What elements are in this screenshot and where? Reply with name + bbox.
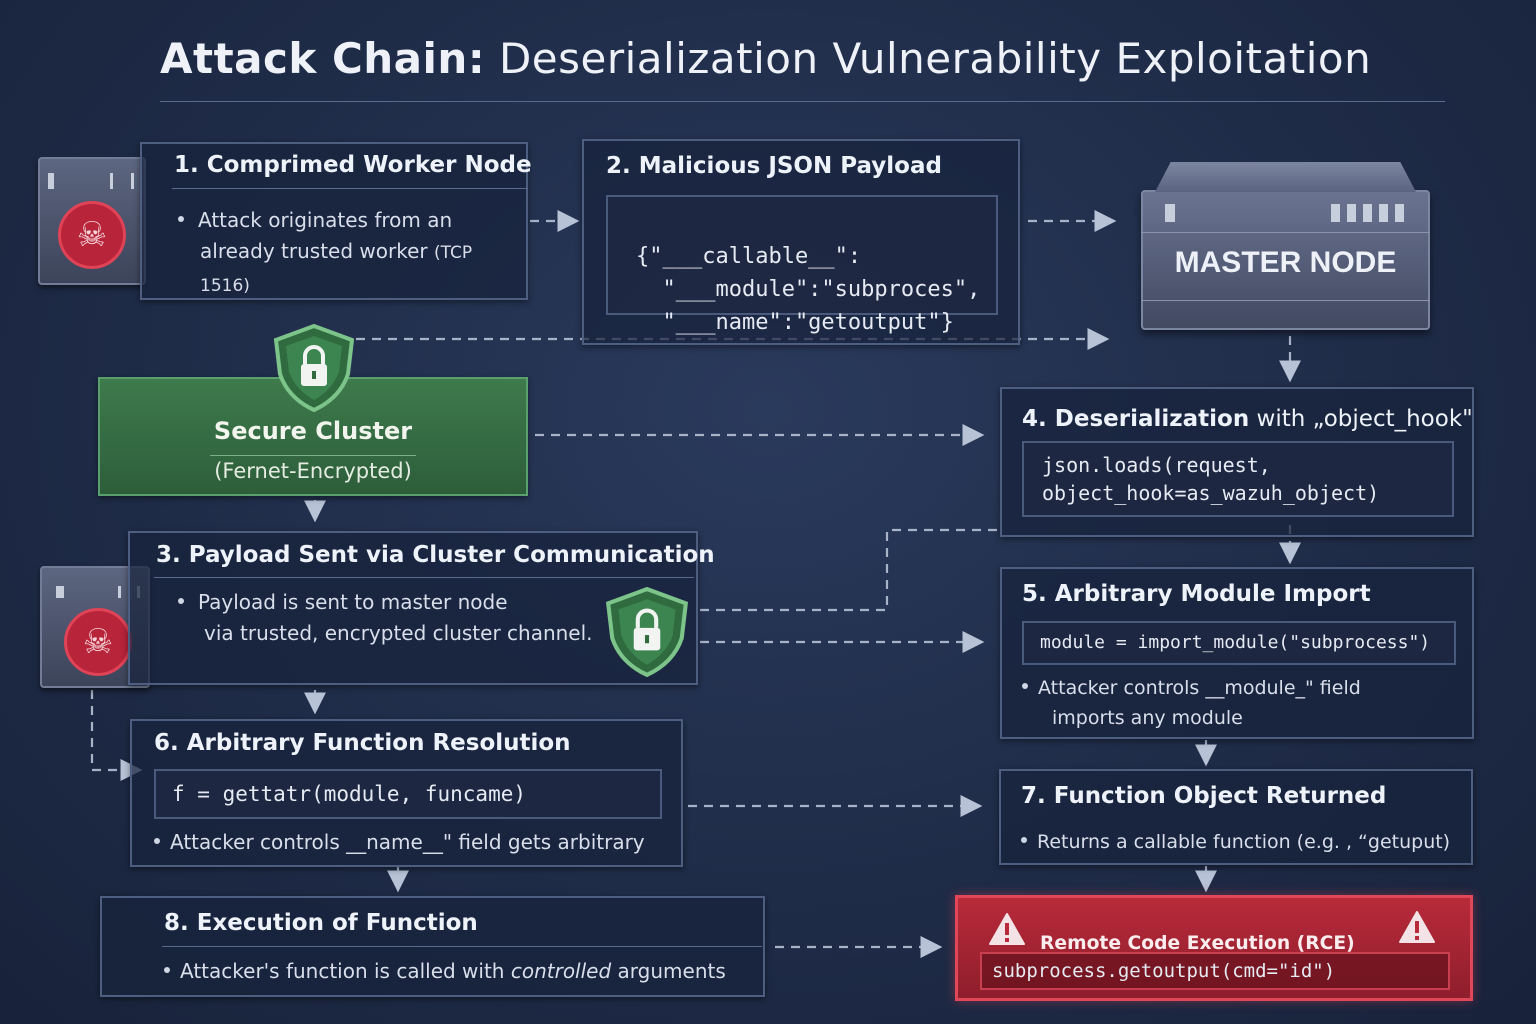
step-3-heading: 3. Payload Sent via Cluster Communicatio… (156, 542, 715, 568)
step-4-deserialization: 4. Deserialization with „object_hook" js… (1000, 387, 1474, 537)
secure-cluster-subtitle: (Fernet-Encrypted) (214, 459, 412, 483)
step-4-heading: 4. Deserialization with „object_hook" (1022, 406, 1473, 432)
step-4-heading-bold: 4. Deserialization (1022, 406, 1250, 432)
step-3-line-2: via trusted, encrypted cluster channel. (204, 621, 593, 645)
step-8-line-1b: controlled (510, 959, 612, 983)
step-1-compromised-worker: 1. Comprimed Worker Node Attack originat… (140, 142, 532, 300)
warning-icon-2 (1399, 911, 1435, 943)
warning-icon (989, 913, 1025, 945)
step-3-line-1: Payload is sent to master node (198, 590, 508, 614)
step-5-line-2: imports any module (1052, 707, 1243, 729)
step-7-function-returned: 7. Function Object Returned Returns a ca… (999, 769, 1473, 865)
step-2-code-block: {"___callable__": "___module":"subproces… (606, 195, 998, 335)
rce-code-block: subprocess.getoutput(cmd="id") (980, 952, 1450, 990)
worker-server-icon: ☠ (38, 157, 146, 285)
title-divider (160, 101, 1445, 102)
step-6-heading: 6. Arbitrary Function Resolution (154, 730, 571, 756)
rce-heading: Remote Code Execution (RCE) (1040, 932, 1355, 954)
step-5-line-1: Attacker controls __module_" field (1038, 677, 1361, 699)
step-8-execution: 8. Execution of Function Attacker's func… (100, 896, 765, 997)
step-2-code-line-3: "___name":"getoutput"} (636, 310, 954, 335)
title-rest: Deserialization Vulnerability Exploitati… (498, 34, 1372, 83)
step-2-code-line-1: {"___callable__": (636, 244, 862, 269)
arrow-3-to-4 (700, 528, 998, 612)
step-8-line-1c: arguments (611, 959, 726, 983)
step-8-heading: 8. Execution of Function (164, 910, 478, 936)
step-2-malicious-payload: 2. Malicious JSON Payload {"___callable_… (582, 139, 1020, 345)
step-5-code-block: module = import_module("subprocess") (1022, 621, 1456, 665)
step-1-line-2: already trusted worker (200, 239, 428, 263)
page-title: Attack Chain: Deserialization Vulnerabil… (160, 34, 1371, 83)
rce-result-box: Remote Code Execution (RCE) subprocess.g… (955, 895, 1473, 1001)
step-2-heading: 2. Malicious JSON Payload (606, 153, 942, 179)
lock-shield-icon (273, 323, 355, 413)
step-3-payload-sent: 3. Payload Sent via Cluster Communicatio… (128, 531, 715, 685)
step-4-code-block: json.loads(request, object_hook=as_wazuh… (1022, 441, 1454, 517)
step-7-heading: 7. Function Object Returned (1021, 783, 1387, 809)
secure-cluster-title: Secure Cluster (213, 417, 413, 445)
step-6-line-1: Attacker controls __name__" field gets a… (170, 830, 645, 854)
step-4-heading-rest: with „object_hook" (1249, 406, 1473, 432)
step-6-code: f = gettatr(module, funcame) (172, 782, 527, 806)
lock-shield-icon-2 (605, 586, 689, 678)
master-node-server: MASTER NODE (1141, 162, 1430, 330)
step-8-line-1a: Attacker's function is called with (180, 959, 511, 983)
step-5-code: module = import_module("subprocess") (1040, 632, 1431, 653)
step-1-note: (TCP 1516) (200, 243, 473, 296)
step-5-heading: 5. Arbitrary Module Import (1022, 581, 1371, 607)
step-1-heading: 1. Comprimed Worker Node (174, 152, 532, 178)
step-6-code-block: f = gettatr(module, funcame) (154, 769, 662, 819)
step-5-module-import: 5. Arbitrary Module Import module = impo… (1000, 567, 1474, 739)
step-4-code-line-1: json.loads(request, (1042, 453, 1271, 477)
step-1-line-1: Attack originates from an (198, 208, 453, 232)
step-2-code-line-2: "___module":"subproces", (636, 277, 981, 302)
master-node-label: MASTER NODE (1174, 246, 1397, 279)
skull-icon-2: ☠ (64, 608, 132, 676)
title-bold: Attack Chain: (160, 34, 486, 83)
arrow-worker-to-6 (90, 690, 143, 781)
rce-code: subprocess.getoutput(cmd="id") (992, 960, 1336, 982)
step-6-function-resolution: 6. Arbitrary Function Resolution f = get… (130, 719, 683, 867)
step-7-line-1: Returns a callable function (e.g. , “get… (1037, 831, 1451, 853)
skull-icon: ☠ (58, 201, 126, 269)
step-4-code-line-2: object_hook=as_wazuh_object) (1042, 481, 1380, 505)
